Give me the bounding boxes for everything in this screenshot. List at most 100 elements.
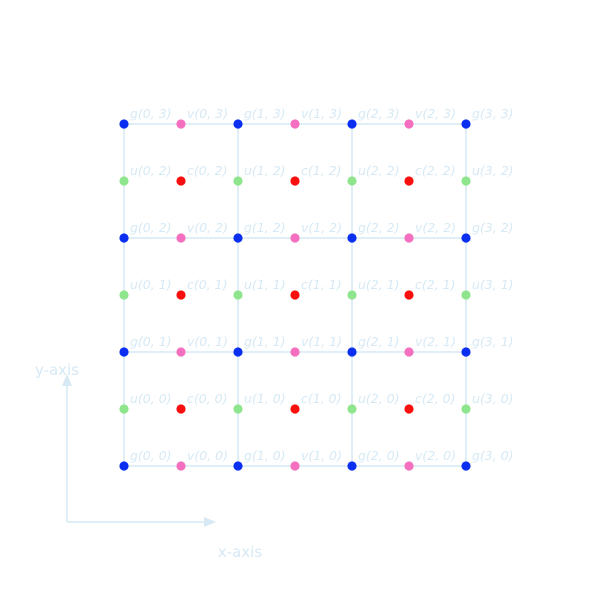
label-u-3-2: u(3, 2) [472,163,514,178]
point-u-3-0 [461,404,471,414]
point-u-1-2 [233,176,243,186]
label-c-0-2: c(0, 2) [187,163,227,178]
label-v-1-1: v(1, 1) [301,334,342,349]
point-u-1-1 [233,290,243,300]
label-g-2-2: g(2, 2) [358,220,400,235]
point-u-2-2 [347,176,357,186]
point-c-2-2 [404,176,414,186]
y-axis-arrowhead [62,374,72,386]
point-c-1-2 [290,176,300,186]
label-g-2-0: g(2, 0) [358,448,400,463]
label-v-0-1: v(0, 1) [187,334,228,349]
x-axis-label: x-axis [218,543,263,561]
point-g-0-2 [119,233,129,243]
label-c-2-1: c(2, 1) [415,277,455,292]
label-u-1-2: u(1, 2) [244,163,286,178]
label-g-1-1: g(1, 1) [244,334,286,349]
point-g-1-0 [233,461,243,471]
point-labels: g(0, 0)g(1, 0)g(2, 0)g(3, 0)g(0, 1)g(1, … [130,106,514,463]
label-v-2-1: v(2, 1) [415,334,456,349]
label-u-2-2: u(2, 2) [358,163,400,178]
point-c-0-0 [176,404,186,414]
point-g-2-1 [347,347,357,357]
label-g-1-3: g(1, 3) [244,106,286,121]
label-g-3-2: g(3, 2) [472,220,514,235]
point-u-2-0 [347,404,357,414]
label-u-1-0: u(1, 0) [244,391,286,406]
label-g-3-1: g(3, 1) [472,334,514,349]
point-v-1-0 [290,461,300,471]
label-c-1-2: c(1, 2) [301,163,341,178]
label-v-0-3: v(0, 3) [187,106,228,121]
point-v-0-1 [176,347,186,357]
point-g-2-2 [347,233,357,243]
label-v-2-0: v(2, 0) [415,448,456,463]
label-u-0-1: u(0, 1) [130,277,172,292]
label-g-0-2: g(0, 2) [130,220,172,235]
point-v-2-3 [404,119,414,129]
point-v-1-3 [290,119,300,129]
point-c-2-0 [404,404,414,414]
point-v-1-1 [290,347,300,357]
point-c-0-2 [176,176,186,186]
label-v-0-2: v(0, 2) [187,220,228,235]
point-g-1-2 [233,233,243,243]
label-u-3-0: u(3, 0) [472,391,514,406]
axes: x-axis y-axis [35,361,262,561]
label-v-1-0: v(1, 0) [301,448,342,463]
label-u-0-2: u(0, 2) [130,163,172,178]
label-g-2-3: g(2, 3) [358,106,400,121]
point-v-0-2 [176,233,186,243]
point-v-2-2 [404,233,414,243]
x-axis-arrowhead [204,517,216,527]
point-g-3-2 [461,233,471,243]
point-g-2-3 [347,119,357,129]
point-g-0-0 [119,461,129,471]
point-u-0-2 [119,176,129,186]
label-c-2-2: c(2, 2) [415,163,455,178]
point-g-1-3 [233,119,243,129]
point-u-3-2 [461,176,471,186]
label-v-1-2: v(1, 2) [301,220,342,235]
label-g-2-1: g(2, 1) [358,334,400,349]
point-u-2-1 [347,290,357,300]
point-v-0-3 [176,119,186,129]
y-axis-label: y-axis [35,361,79,379]
point-g-0-3 [119,119,129,129]
label-c-0-0: c(0, 0) [187,391,227,406]
label-u-3-1: u(3, 1) [472,277,514,292]
point-u-0-1 [119,290,129,300]
label-v-2-3: v(2, 3) [415,106,456,121]
label-g-0-0: g(0, 0) [130,448,172,463]
label-c-1-0: c(1, 0) [301,391,341,406]
label-v-2-2: v(2, 2) [415,220,456,235]
label-v-1-3: v(1, 3) [301,106,342,121]
point-g-2-0 [347,461,357,471]
point-g-3-3 [461,119,471,129]
label-u-1-1: u(1, 1) [244,277,286,292]
label-g-3-0: g(3, 0) [472,448,514,463]
point-c-1-1 [290,290,300,300]
point-g-0-1 [119,347,129,357]
point-g-3-1 [461,347,471,357]
label-c-0-1: c(0, 1) [187,277,227,292]
label-g-0-1: g(0, 1) [130,334,172,349]
label-v-0-0: v(0, 0) [187,448,228,463]
point-c-2-1 [404,290,414,300]
point-u-1-0 [233,404,243,414]
point-v-1-2 [290,233,300,243]
point-v-0-0 [176,461,186,471]
label-g-3-3: g(3, 3) [472,106,514,121]
point-g-1-1 [233,347,243,357]
grid-points [119,119,471,471]
label-u-0-0: u(0, 0) [130,391,172,406]
label-g-1-2: g(1, 2) [244,220,286,235]
label-u-2-1: u(2, 1) [358,277,400,292]
point-c-1-0 [290,404,300,414]
point-v-2-1 [404,347,414,357]
point-u-3-1 [461,290,471,300]
point-g-3-0 [461,461,471,471]
point-c-0-1 [176,290,186,300]
